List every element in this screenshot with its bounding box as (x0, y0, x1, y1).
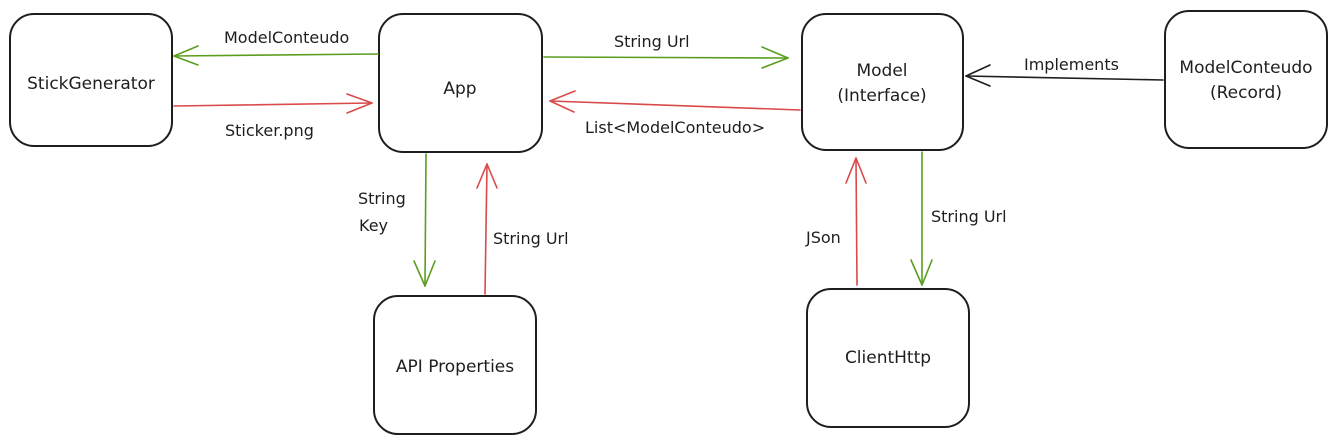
edge-label-string-key-line2: Key (359, 216, 388, 235)
edge-record-implements-model (965, 64, 1164, 87)
node-model-conteudo-sublabel: (Record) (1210, 83, 1282, 103)
edge-client-to-model (845, 157, 867, 286)
edge-label-json: JSon (805, 228, 841, 247)
edge-label-sticker-png: Sticker.png (225, 121, 314, 140)
edge-app-to-stick-generator-line (173, 53, 379, 57)
node-model-conteudo-record[interactable]: ModelConteudo (Record) (1164, 10, 1328, 149)
node-stick-generator-label: StickGenerator (27, 74, 155, 94)
edge-label-string-url-api: String Url (493, 229, 569, 248)
edge-api-properties-to-app-line (484, 163, 488, 295)
node-app-label: App (443, 79, 476, 99)
edge-client-to-model-head (845, 157, 867, 184)
node-api-properties[interactable]: API Properties (373, 295, 537, 435)
edge-record-implements-model-head (965, 64, 991, 87)
edge-app-to-stick-generator (173, 45, 379, 66)
edge-model-to-app (549, 90, 801, 113)
node-stick-generator[interactable]: StickGenerator (9, 13, 173, 147)
node-model-label: Model (856, 61, 907, 81)
edge-model-to-client (910, 151, 933, 286)
edge-app-to-api-properties-line (424, 153, 427, 287)
edge-app-to-stick-generator-head (173, 45, 199, 66)
edge-label-string-url-top: String Url (614, 32, 690, 51)
edge-api-properties-to-app (476, 163, 498, 295)
node-model-conteudo-label: ModelConteudo (1179, 58, 1312, 78)
edge-app-to-api-properties-head (413, 260, 436, 287)
edge-model-to-app-head (549, 90, 576, 113)
edge-label-model-conteudo: ModelConteudo (224, 28, 349, 47)
edge-label-list-model-conteudo: List<ModelConteudo> (585, 118, 765, 137)
edge-app-to-model (543, 46, 789, 69)
node-model-interface[interactable]: Model (Interface) (801, 13, 964, 151)
edge-api-properties-to-app-head (476, 163, 498, 189)
node-model-sublabel: (Interface) (837, 86, 926, 106)
node-api-properties-label: API Properties (396, 357, 514, 377)
edge-stick-generator-to-app (173, 93, 373, 114)
edge-model-to-app-line (549, 100, 801, 111)
edge-app-to-model-head (761, 46, 789, 69)
edge-app-to-model-line (543, 56, 789, 59)
edge-label-string-key-line1: String (358, 189, 406, 208)
edge-label-implements: Implements (1024, 55, 1119, 74)
edge-record-implements-model-line (965, 75, 1164, 81)
node-client-http[interactable]: ClientHttp (806, 288, 970, 428)
edge-client-to-model-line (855, 157, 858, 286)
edge-stick-generator-to-app-head (346, 93, 373, 114)
node-client-http-label: ClientHttp (845, 348, 931, 368)
edge-app-to-api-properties (413, 153, 436, 287)
node-app[interactable]: App (378, 13, 543, 153)
edge-label-string-url-client: String Url (931, 207, 1007, 226)
edge-stick-generator-to-app-line (173, 102, 373, 107)
edge-model-to-client-head (910, 259, 933, 286)
